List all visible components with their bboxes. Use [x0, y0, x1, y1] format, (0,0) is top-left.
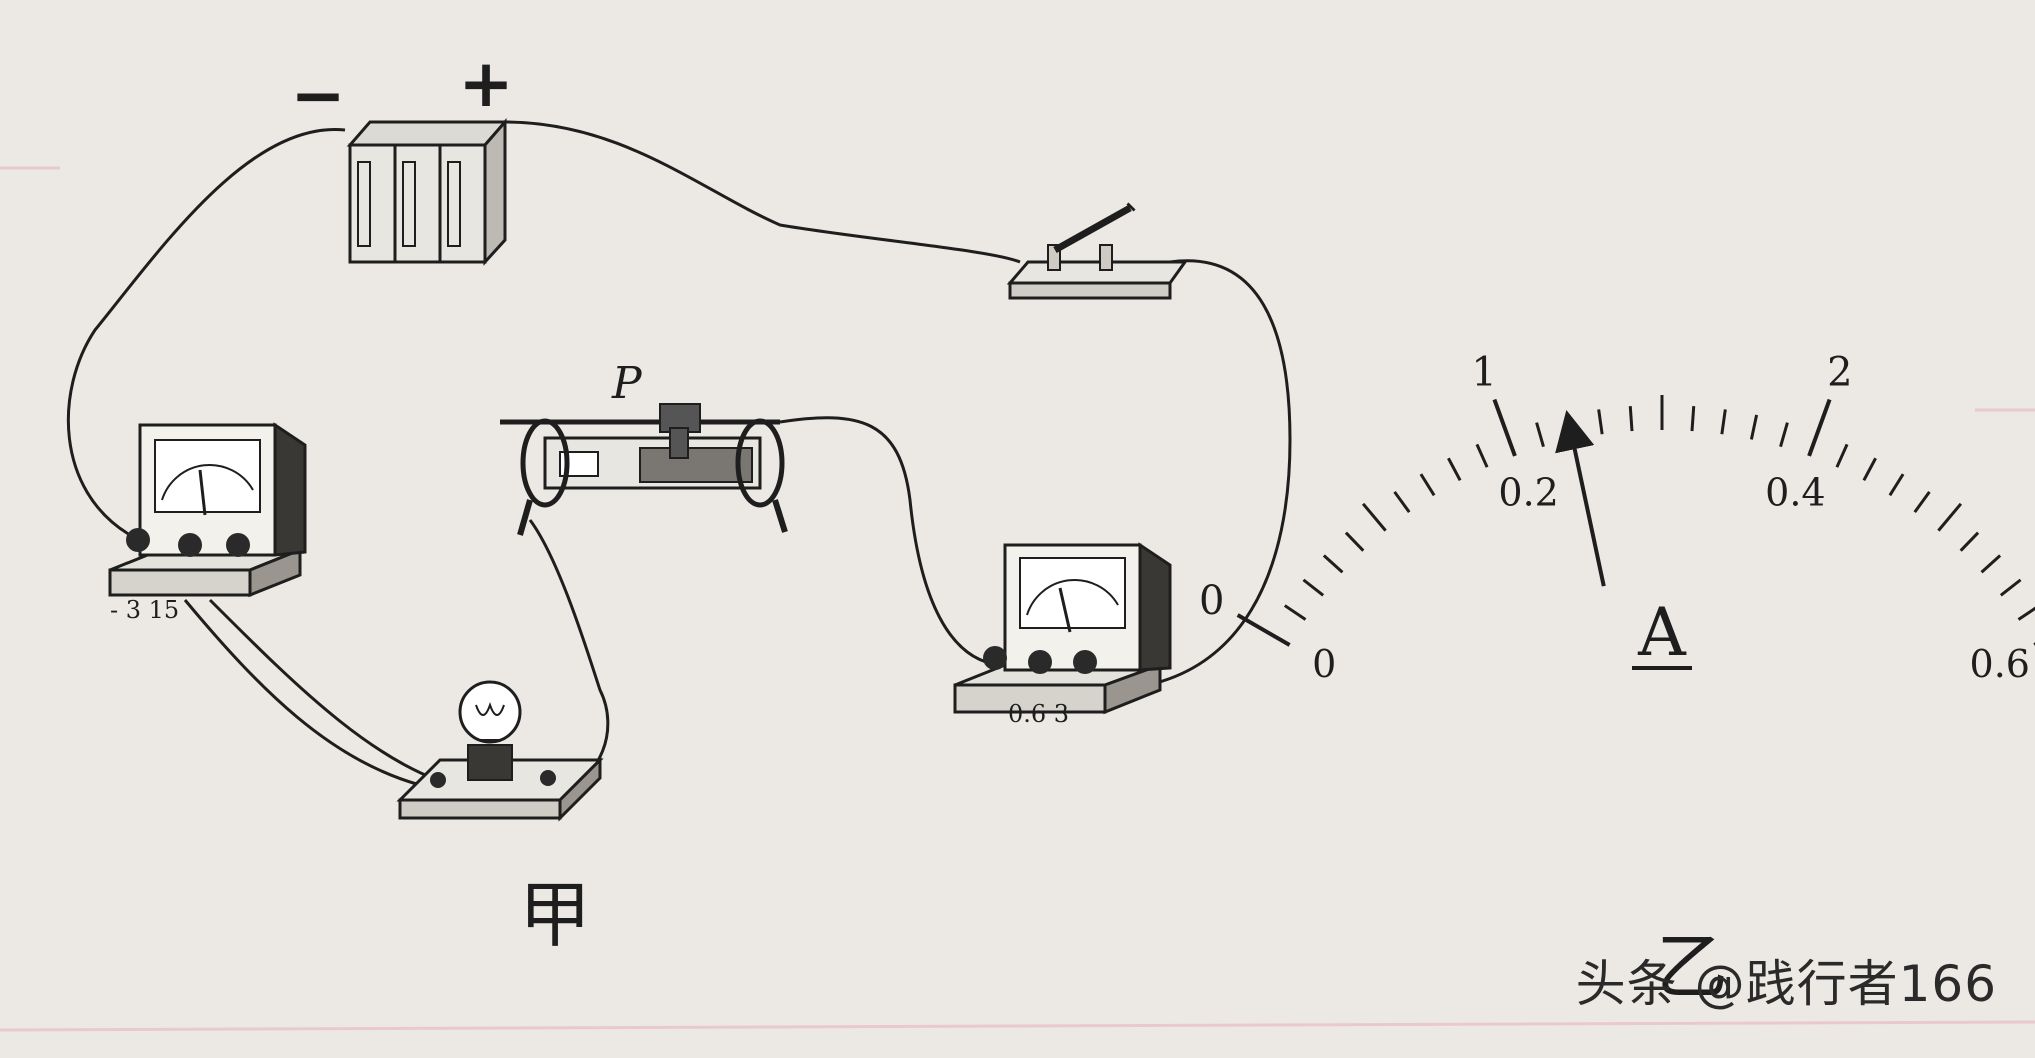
- wire-battery-pos-to-switch: [500, 122, 1020, 262]
- battery: − +: [290, 45, 513, 262]
- dial-minor-tick: [1303, 580, 1323, 595]
- dial-minor-tick: [1363, 504, 1385, 531]
- dial-minor-tick: [1722, 409, 1725, 434]
- wire-lamp-to-rheostat: [530, 520, 608, 790]
- battery-negative-label: −: [290, 57, 345, 134]
- dial-upper-scale-label: 2: [1827, 349, 1852, 395]
- dial-minor-tick: [1346, 533, 1363, 551]
- dial-minor-tick: [1692, 406, 1694, 431]
- dial-minor-tick: [1837, 444, 1847, 467]
- ammeter: 0.6 3: [955, 545, 1170, 728]
- dial-minor-tick: [1285, 606, 1306, 620]
- rheostat: P: [500, 358, 785, 535]
- dial-major-tick: [1238, 615, 1290, 645]
- dial-minor-tick: [1890, 474, 1903, 495]
- wire-voltmeter-to-lamp: [185, 600, 420, 785]
- dial-minor-tick: [1751, 415, 1756, 439]
- dial-minor-tick: [1477, 444, 1487, 467]
- dial-upper-scale-label: 0: [1199, 578, 1224, 624]
- dial-upper-scale-label: 1: [1471, 349, 1496, 395]
- watermark: 头条 @践行者166: [1576, 944, 1997, 1016]
- wire-rheostat-to-ammeter: [780, 418, 1000, 665]
- dial-lower-scale-label: 0.6: [1970, 642, 2030, 686]
- dial-minor-tick: [1448, 458, 1460, 480]
- dial-minor-tick: [1938, 504, 1960, 531]
- dial-minor-tick: [1864, 458, 1876, 480]
- voltmeter-terminal-labels: - 3 15: [110, 596, 179, 624]
- dial-unit-label: A: [1637, 594, 1687, 671]
- dial-minor-tick: [1599, 409, 1602, 434]
- dial-lower-scale-label: 0.4: [1765, 471, 1825, 515]
- dial-lower-scale-label: 0.2: [1498, 471, 1558, 515]
- figure-label-left: 甲: [519, 873, 591, 957]
- ammeter-dial: 012300.20.40.6A: [1199, 349, 2035, 686]
- battery-positive-label: +: [458, 45, 513, 122]
- dial-minor-tick: [2018, 606, 2035, 620]
- wire-voltmeter-to-lamp-2: [210, 600, 470, 790]
- dial-minor-tick: [1537, 423, 1544, 447]
- rheostat-slider-label: P: [611, 358, 643, 409]
- switch: [1010, 206, 1185, 298]
- dial-minor-tick: [1915, 492, 1930, 512]
- dial-lower-scale-label: 0: [1312, 642, 1336, 686]
- dial-minor-tick: [1781, 423, 1788, 447]
- dial-major-tick: [1809, 400, 1830, 456]
- dial-minor-tick: [2001, 580, 2021, 595]
- lamp: [400, 682, 600, 818]
- dial-minor-tick: [1961, 533, 1978, 551]
- dial-minor-tick: [1630, 406, 1632, 431]
- dial-minor-tick: [1324, 556, 1343, 573]
- dial-minor-tick: [1395, 492, 1410, 512]
- ammeter-terminal-labels: 0.6 3: [1008, 700, 1069, 728]
- dial-minor-tick: [1421, 474, 1434, 495]
- dial-pointer: [1571, 430, 1604, 587]
- dial-major-tick: [1494, 400, 1515, 456]
- voltmeter: - 3 15: [110, 425, 305, 624]
- dial-minor-tick: [1982, 556, 2001, 573]
